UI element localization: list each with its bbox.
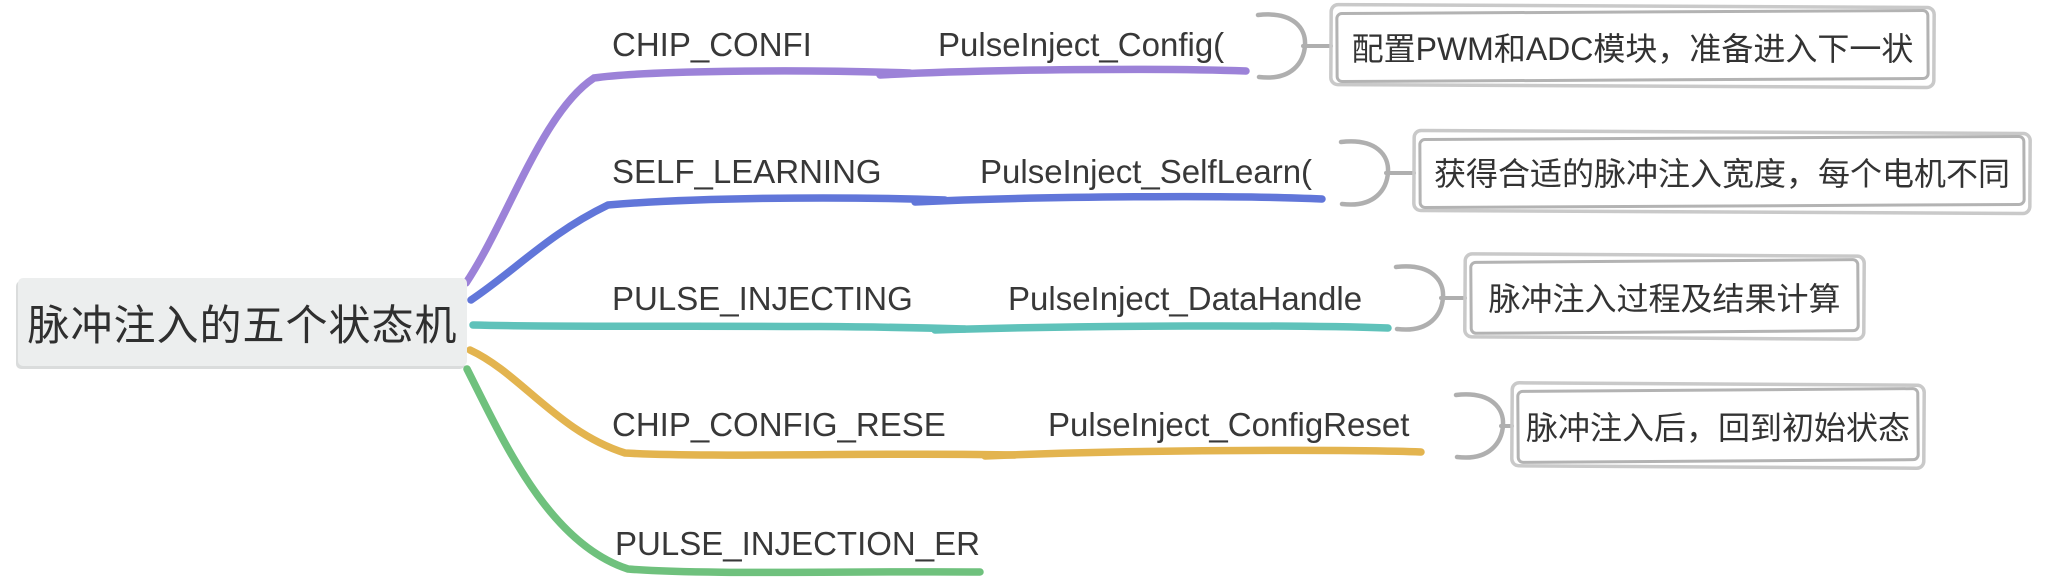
summary-box-1[interactable] bbox=[1329, 2, 1936, 90]
summary-bracket-2-icon bbox=[1338, 139, 1391, 207]
topic-function-pulseinject-datahandle[interactable]: PulseInject_DataHandle bbox=[1008, 280, 1363, 317]
branch-1-line-state bbox=[462, 67, 914, 287]
branch-2-line-state bbox=[467, 194, 949, 304]
topic-state-chip-config-reset[interactable]: CHIP_CONFIG_RESE bbox=[612, 406, 946, 443]
summary-bracket-3-icon bbox=[1393, 264, 1446, 332]
summary-bracket-4-icon bbox=[1453, 392, 1506, 460]
summary-text-3[interactable]: 脉冲注入过程及结果计算 bbox=[1488, 280, 1841, 317]
summary-box-2[interactable] bbox=[1412, 128, 2032, 216]
summary-box-4[interactable] bbox=[1510, 381, 1926, 470]
topic-function-pulseinject-config[interactable]: PulseInject_Config( bbox=[938, 26, 1225, 63]
summary-text-2[interactable]: 获得合适的脉冲注入宽度，每个电机不同 bbox=[1433, 156, 2010, 192]
branch-4-line-function bbox=[981, 446, 1425, 460]
branch-1-line-function bbox=[876, 65, 1250, 79]
topic-state-pulse-injection-error[interactable]: PULSE_INJECTION_ER bbox=[615, 525, 980, 562]
branch-4-line-state bbox=[466, 346, 1019, 459]
summary-text-1[interactable]: 配置PWM和ADC模块，准备进入下一状 bbox=[1351, 31, 1914, 67]
root-topic[interactable]: 脉冲注入的五个状态机 bbox=[18, 278, 467, 366]
topic-state-self-learning[interactable]: SELF_LEARNING bbox=[612, 153, 882, 190]
summary-box-3[interactable] bbox=[1463, 252, 1866, 341]
branch-2-line-function bbox=[911, 192, 1326, 206]
branch-3-line-function bbox=[931, 322, 1392, 334]
summary-text-4[interactable]: 脉冲注入后，回到初始状态 bbox=[1525, 409, 1910, 446]
branch-5-line-state bbox=[463, 365, 984, 577]
topic-state-pulse-injecting[interactable]: PULSE_INJECTING bbox=[612, 280, 913, 317]
topic-function-pulseinject-configreset[interactable]: PulseInject_ConfigReset bbox=[1048, 406, 1410, 443]
topic-function-pulseinject-selflearn[interactable]: PulseInject_SelfLearn( bbox=[980, 153, 1313, 190]
topic-state-chip-config[interactable]: CHIP_CONFI bbox=[612, 26, 812, 63]
summary-bracket-1-icon bbox=[1255, 12, 1308, 80]
branch-3-line-state bbox=[469, 321, 969, 333]
